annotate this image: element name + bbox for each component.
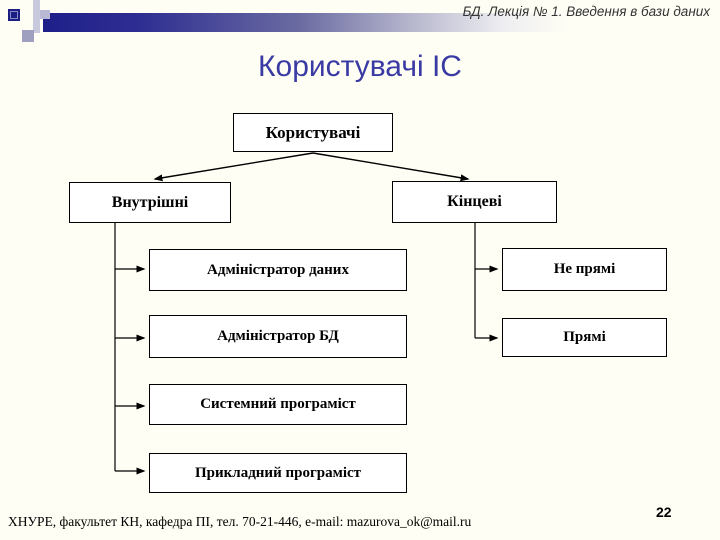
- footer-contact: ХНУРЕ, факультет КН, кафедра ПІ, тел. 70…: [8, 514, 472, 529]
- top-gradient-bar: [43, 13, 720, 32]
- page-number: 22: [656, 504, 672, 520]
- connector-root-end: [312, 152, 470, 182]
- diagram-box-direct: Прямі: [502, 318, 667, 357]
- connector-root-internal: [153, 152, 314, 182]
- diagram-box-internal: Внутрішні: [69, 182, 231, 223]
- diagram-box-db-admin: Адміністратор БД: [149, 315, 407, 358]
- diagram-box-indirect: Не прямі: [502, 248, 667, 291]
- deco-gray-square: [22, 30, 34, 42]
- diagram-box-system-programmer: Системний програміст: [149, 384, 407, 425]
- diagram-box-end: Кінцеві: [392, 181, 557, 223]
- connector-lines: [114, 152, 499, 475]
- diagram-box-root: Користувачі: [233, 113, 393, 152]
- deco-navy-square: [8, 9, 20, 21]
- diagram-box-application-programmer: Прикладний програміст: [149, 453, 407, 493]
- deco-navy-square-inner: [10, 11, 18, 19]
- page-title: Користувачі ІС: [258, 50, 462, 83]
- deco-small-square: [40, 10, 50, 19]
- slide-header-text: БД. Лекція № 1. Введення в бази даних: [462, 4, 710, 19]
- diagram-box-data-admin: Адміністратор даних: [149, 249, 407, 291]
- deco-vertical-bar: [33, 0, 40, 33]
